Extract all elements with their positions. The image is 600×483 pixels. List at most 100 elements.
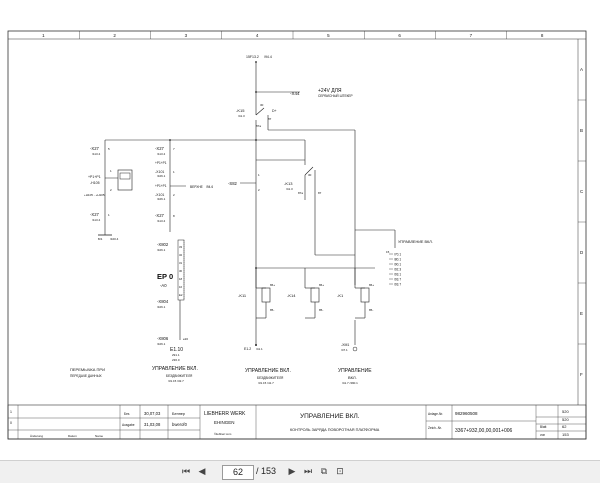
h106-sub: ВЕРХНЕ: [190, 185, 203, 189]
x44-tag: -X44: [290, 91, 300, 96]
e12-ref: /41.1: [256, 347, 263, 351]
tb-appr-label: Ausgabe: [122, 423, 135, 427]
k13-pin2: 87a: [298, 191, 303, 195]
tb-right-mid: 520: [562, 417, 569, 422]
h106-ref: /94.6: [206, 185, 213, 189]
s82-pin1: 1: [258, 173, 260, 177]
x27c-ref: /113.4: [157, 152, 165, 156]
tb-subtitle: КОНТРОЛЬ ЗАРЯДА ПОВОРОТНАЯ ПЛАТФОРМА: [290, 428, 380, 432]
tb-copyright: ©liebherr.com: [214, 432, 232, 436]
ep0-pin-label: 32: [179, 253, 183, 257]
top-ref-left: 15F13.2: [246, 55, 259, 59]
k13-pin1: 30: [308, 173, 312, 177]
bus-ref: /93.1: [394, 273, 401, 277]
last-page-icon[interactable]: ⏭: [303, 467, 313, 477]
e110-title: E1.10: [170, 347, 183, 353]
coil-tag: -K14: [287, 293, 296, 298]
tb-zeich-label: Zeich.-Nr.: [428, 426, 442, 430]
x802-ref: /106.1: [157, 248, 166, 252]
tb-name-1: Беннер: [172, 412, 185, 416]
x27c-pin: 7: [173, 147, 175, 151]
prev-page-icon[interactable]: ◀: [198, 467, 206, 477]
tb-small-aenderung: Änderung: [30, 434, 43, 438]
k15-pin2: D+: [272, 109, 277, 113]
bl3-b: ВКЛ.: [348, 375, 357, 380]
page-number-input[interactable]: 62: [222, 465, 254, 480]
x44-line1: +24V ДЛЯ: [318, 88, 342, 94]
s82-pin2: 2: [258, 188, 260, 192]
xm1-tag: -XM1: [341, 343, 349, 347]
bl0-mark: ПЕРЕМЫЧКА ПРИ: [70, 367, 105, 372]
x806-tag: -X806: [157, 336, 169, 341]
e12-tag: E1.2: [244, 347, 251, 351]
tb-name-2: bwerof0: [172, 422, 188, 427]
k15-contact: [255, 107, 265, 116]
k13-tag: -K13: [284, 181, 293, 186]
title-block: [7, 404, 587, 440]
row-label: F: [580, 372, 583, 377]
bl3-c: /41.7 /490.1: [342, 381, 358, 385]
bus-ref: /80.1: [394, 258, 401, 262]
coil-body: [261, 287, 271, 303]
column-label: 6: [398, 33, 401, 38]
e110-line2: 236.0: [172, 358, 180, 362]
x27d-pin: 8: [173, 214, 175, 218]
coil-pin-top: 86+: [270, 283, 275, 287]
h105-body: [119, 172, 131, 180]
coil-pin-bot: 85-: [369, 308, 373, 312]
tb-row-num-0: 0: [10, 421, 12, 425]
pdf-viewer-toolbar: ⏮ ◀ 62 / 153 ▶ ⏭ ⧉ ⊡: [0, 460, 600, 483]
k15-pin4: 87: [268, 117, 272, 121]
x44-line2: СЕРВИСНЫЙ ШТЕКЕР: [318, 94, 353, 98]
bl1-c: /31.15 /32.7: [168, 379, 184, 383]
tb-zeich: 3367+932,00,00,001+006: [455, 428, 512, 434]
x804-ref: /106.1: [157, 305, 166, 309]
coil-pin-top: 86+: [369, 283, 374, 287]
x27a-tag: -X27: [90, 146, 100, 151]
k15-pin1: 30: [260, 103, 264, 107]
x27d-ref: /113.4: [157, 219, 165, 223]
h105-a: +P1+P1: [88, 175, 101, 179]
bl1-a: УПРАВЛЕНИЕ ВКЛ.: [152, 366, 198, 372]
node-e12: [255, 344, 257, 346]
x101b-pin: 2: [173, 193, 175, 197]
bus-ref: /92.3: [394, 268, 401, 272]
tb-dw-label: Бех.: [124, 412, 130, 416]
copy-page-icon[interactable]: ⧉: [320, 467, 328, 477]
next-page-icon[interactable]: ▶: [288, 467, 296, 477]
bl3-a: УПРАВЛЕНИЕ: [338, 368, 372, 374]
bus-label: УПРАВЛЕНИЕ ВКЛ.: [398, 240, 433, 244]
x806-pin: e20: [183, 337, 188, 341]
node-bus-b: [255, 139, 257, 141]
k15-ref: /41.3: [238, 114, 245, 118]
coil-pin-bot: 85-: [319, 308, 323, 312]
h105-b: -H105: [90, 181, 100, 185]
x101b-tag: -X101: [155, 193, 164, 197]
ep0-sub: -A0: [160, 283, 167, 288]
tb-date-2: 31,03,08: [144, 422, 161, 427]
tb-small-datum: Datum: [68, 434, 77, 438]
row-label: D: [580, 250, 584, 255]
ep0-pin-label: 33: [179, 245, 183, 249]
first-page-icon[interactable]: ⏮: [181, 467, 191, 477]
fit-page-icon[interactable]: ⊡: [336, 467, 344, 477]
bl2-a: УПРАВЛЕНИЕ ВКЛ.: [245, 368, 291, 374]
ep0-title: EP 0: [157, 272, 173, 281]
coil-pin-bot: 85-: [270, 308, 274, 312]
x101a-ref: /106.1: [157, 174, 166, 178]
x27c-tag: -X27: [155, 146, 165, 151]
x27d-tag: -X27: [155, 213, 165, 218]
tb-company-2: EHINGEN: [214, 420, 235, 425]
tb-company-1: LIEBHERR WERK: [204, 411, 246, 417]
ep0-pin-label: E2: [179, 293, 183, 297]
x27b-ref: /113.4: [92, 218, 100, 222]
tb-von-label: von: [540, 433, 545, 437]
ep0-pin-label: 30: [179, 269, 183, 273]
tb-date-1: 30,07,03: [144, 411, 161, 416]
column-label: 7: [470, 33, 473, 38]
